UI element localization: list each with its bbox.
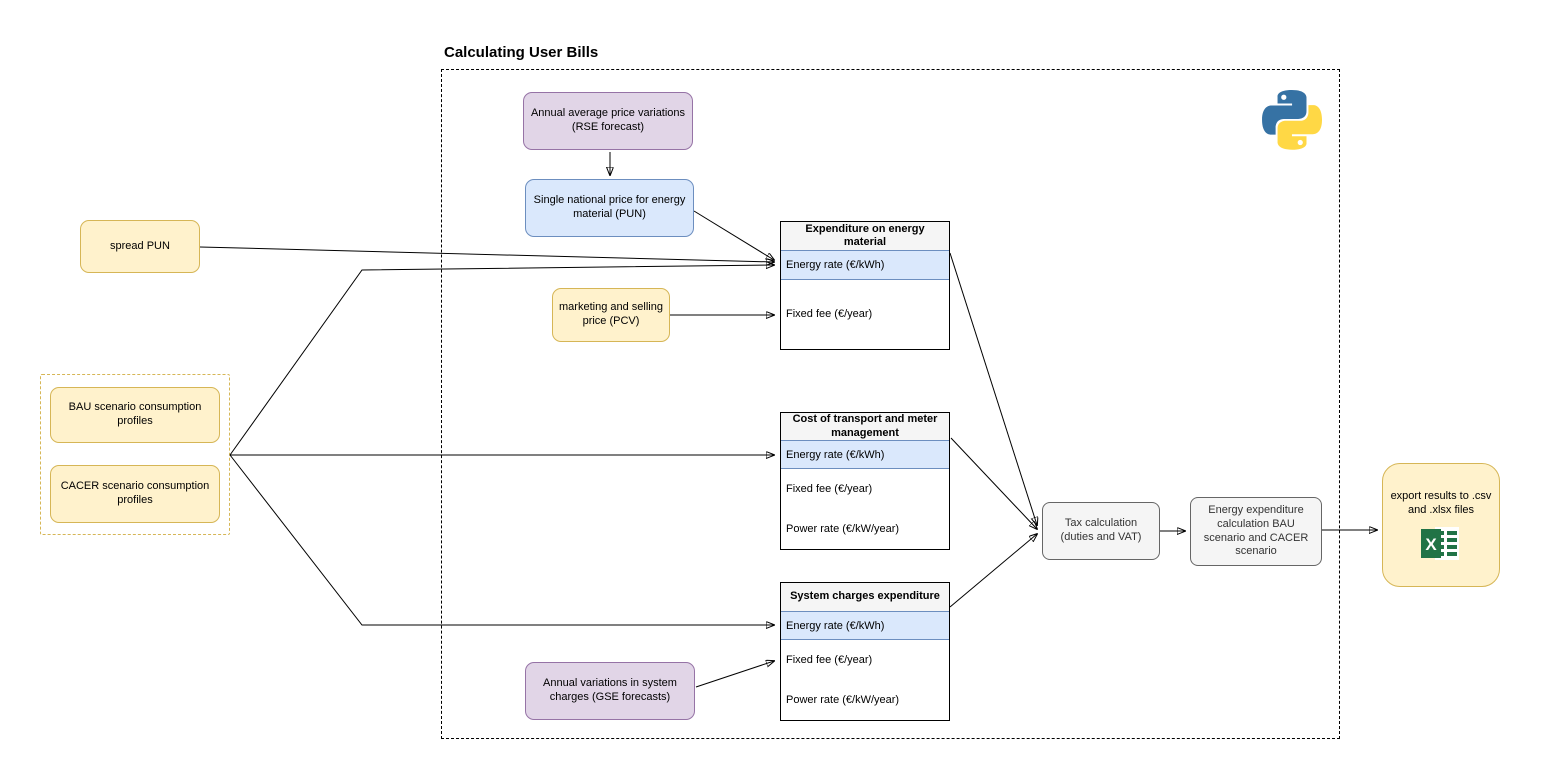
- arrow-table3-to-tax: [949, 534, 1037, 608]
- table-header: Expenditure on energy material: [781, 222, 949, 250]
- node-export-results: export results to .csv and .xlsx files X: [1382, 463, 1500, 587]
- arrow-profiles-to-table3: [229, 454, 774, 625]
- arrow-spread-pun-to-energy-rate: [199, 246, 774, 262]
- node-label: Annual variations in system charges (GSE…: [543, 677, 677, 703]
- node-spread-pun: spread PUN: [80, 220, 200, 273]
- arrow-table1-to-tax: [949, 252, 1037, 525]
- node-gse-variations: Annual variations in system charges (GSE…: [525, 662, 695, 720]
- node-cacer-profiles: CACER scenario consumption profiles: [50, 465, 220, 523]
- node-label: export results to .csv and .xlsx files: [1390, 490, 1492, 516]
- node-bau-profiles: BAU scenario consumption profiles: [50, 387, 220, 443]
- node-energy-expenditure: Energy expenditure calculation BAU scena…: [1190, 497, 1322, 566]
- node-label: Single national price for energy materia…: [533, 194, 686, 220]
- svg-text:X: X: [1425, 535, 1437, 554]
- table-system-charges: System charges expenditure Energy rate (…: [780, 582, 950, 721]
- table-row-energy-rate: Energy rate (€/kWh): [781, 440, 949, 469]
- table-row-power-rate: Power rate (€/kW/year): [781, 509, 949, 549]
- node-label: Annual average price variations (RSE for…: [530, 107, 686, 133]
- arrow-gse-to-fixed-fee: [695, 661, 774, 688]
- node-label: BAU scenario consumption profiles: [68, 401, 202, 427]
- main-group-container: [441, 69, 1340, 739]
- node-label: Tax calculation (duties and VAT): [1060, 517, 1142, 543]
- page-title: Calculating User Bills: [444, 44, 599, 61]
- node-label: CACER scenario consumption profiles: [60, 480, 210, 506]
- node-label: spread PUN: [110, 239, 170, 252]
- table-header: System charges expenditure: [781, 583, 949, 611]
- node-label: Energy expenditure calculation BAU scena…: [1203, 504, 1309, 558]
- node-annual-price-variations: Annual average price variations (RSE for…: [523, 92, 693, 150]
- table-row-fixed-fee: Fixed fee (€/year): [781, 469, 949, 509]
- node-label: marketing and selling price (PCV): [559, 301, 663, 327]
- table-row-power-rate: Power rate (€/kW/year): [781, 680, 949, 720]
- arrow-pun-to-energy-rate: [693, 210, 774, 260]
- arrow-table2-to-tax: [950, 437, 1037, 529]
- table-row-energy-rate: Energy rate (€/kWh): [781, 611, 949, 640]
- excel-icon: X: [1421, 526, 1461, 560]
- node-pun: Single national price for energy materia…: [525, 179, 694, 237]
- node-pcv: marketing and selling price (PCV): [552, 288, 670, 342]
- node-tax-calculation: Tax calculation (duties and VAT): [1042, 502, 1160, 560]
- consumption-profiles-group: [40, 374, 230, 535]
- table-row-fixed-fee: Fixed fee (€/year): [781, 640, 949, 680]
- table-header: Cost of transport and meter management: [781, 413, 949, 440]
- python-icon: [1262, 90, 1322, 150]
- table-row-energy-rate: Energy rate (€/kWh): [781, 250, 949, 280]
- arrow-profiles-to-table1: [229, 265, 774, 456]
- table-transport-cost: Cost of transport and meter management E…: [780, 412, 950, 550]
- table-expenditure-energy: Expenditure on energy material Energy ra…: [780, 221, 950, 350]
- table-row-fixed-fee: Fixed fee (€/year): [781, 280, 949, 347]
